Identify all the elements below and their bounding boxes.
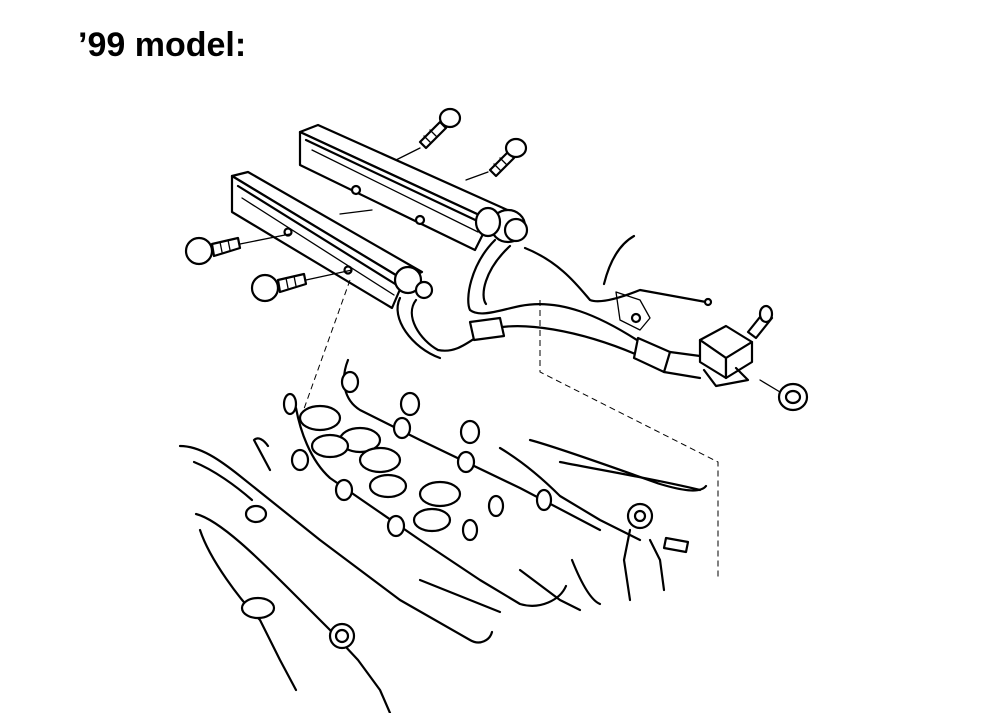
bolt-2 — [488, 137, 528, 178]
page-title: ’99 model: — [78, 26, 247, 64]
cylinder-head — [178, 437, 582, 713]
bolt-6 — [777, 382, 809, 412]
bolt-1 — [418, 107, 462, 150]
pressure-regulator — [698, 324, 754, 388]
fuel-hose — [396, 234, 713, 380]
bolt-3 — [184, 236, 242, 266]
bolt-5 — [746, 304, 774, 340]
intake-manifold — [282, 358, 708, 607]
fuel-rail-front — [230, 170, 434, 310]
fuel-rail-rear — [298, 123, 529, 252]
leader-lines — [239, 147, 781, 580]
bolt-7 — [662, 536, 690, 554]
rail-bolts — [184, 107, 809, 554]
bolt-4 — [250, 272, 308, 303]
